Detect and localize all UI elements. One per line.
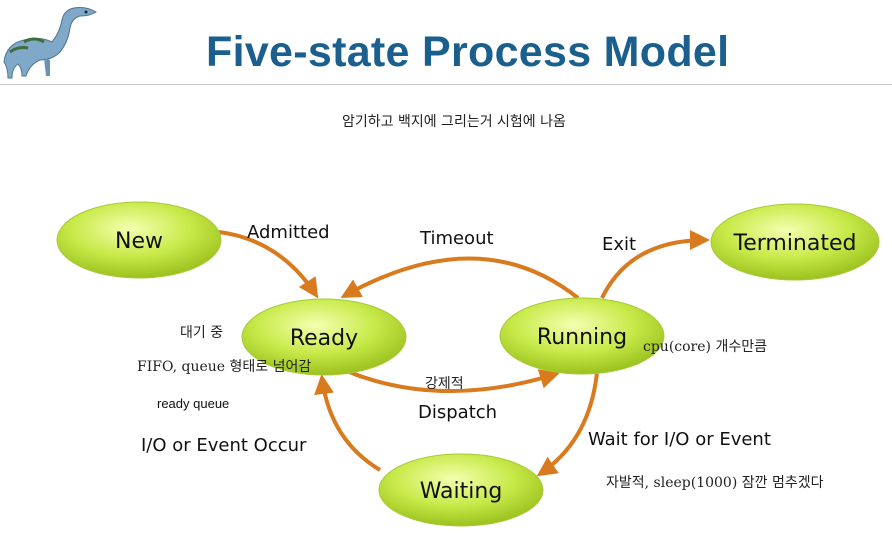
timeout-label: Timeout: [420, 228, 494, 249]
timeout-arrow: [344, 258, 578, 298]
ready-queue-note: ready queue: [157, 396, 229, 411]
state-running: Running: [500, 298, 664, 374]
ready-fifo-note: FIFO, queue 형태로 넘어감: [137, 356, 311, 376]
running-cpu-note: cpu(core) 개수만큼: [643, 336, 767, 356]
svg-text:Terminated: Terminated: [733, 231, 857, 256]
exit-label: Exit: [602, 234, 636, 255]
admitted-label: Admitted: [247, 222, 330, 243]
event-occur-arrow: [322, 378, 380, 470]
waiting-note: 자발적, sleep(1000) 잠깐 멈추겠다: [606, 472, 823, 492]
wait-label: Wait for I/O or Event: [588, 429, 771, 450]
forced-note: 강제적: [425, 373, 464, 393]
svg-text:New: New: [115, 229, 163, 254]
state-terminated: Terminated: [711, 204, 879, 280]
event-occur-label: I/O or Event Occur: [141, 435, 306, 456]
svg-text:Running: Running: [537, 325, 627, 350]
state-new: New: [57, 202, 221, 278]
svg-text:Waiting: Waiting: [420, 479, 503, 504]
state-waiting: Waiting: [379, 454, 543, 526]
wait-arrow: [540, 372, 597, 474]
svg-text:Ready: Ready: [290, 326, 358, 351]
ready-wait-note: 대기 중: [180, 322, 223, 342]
dispatch-label: Dispatch: [418, 402, 497, 423]
